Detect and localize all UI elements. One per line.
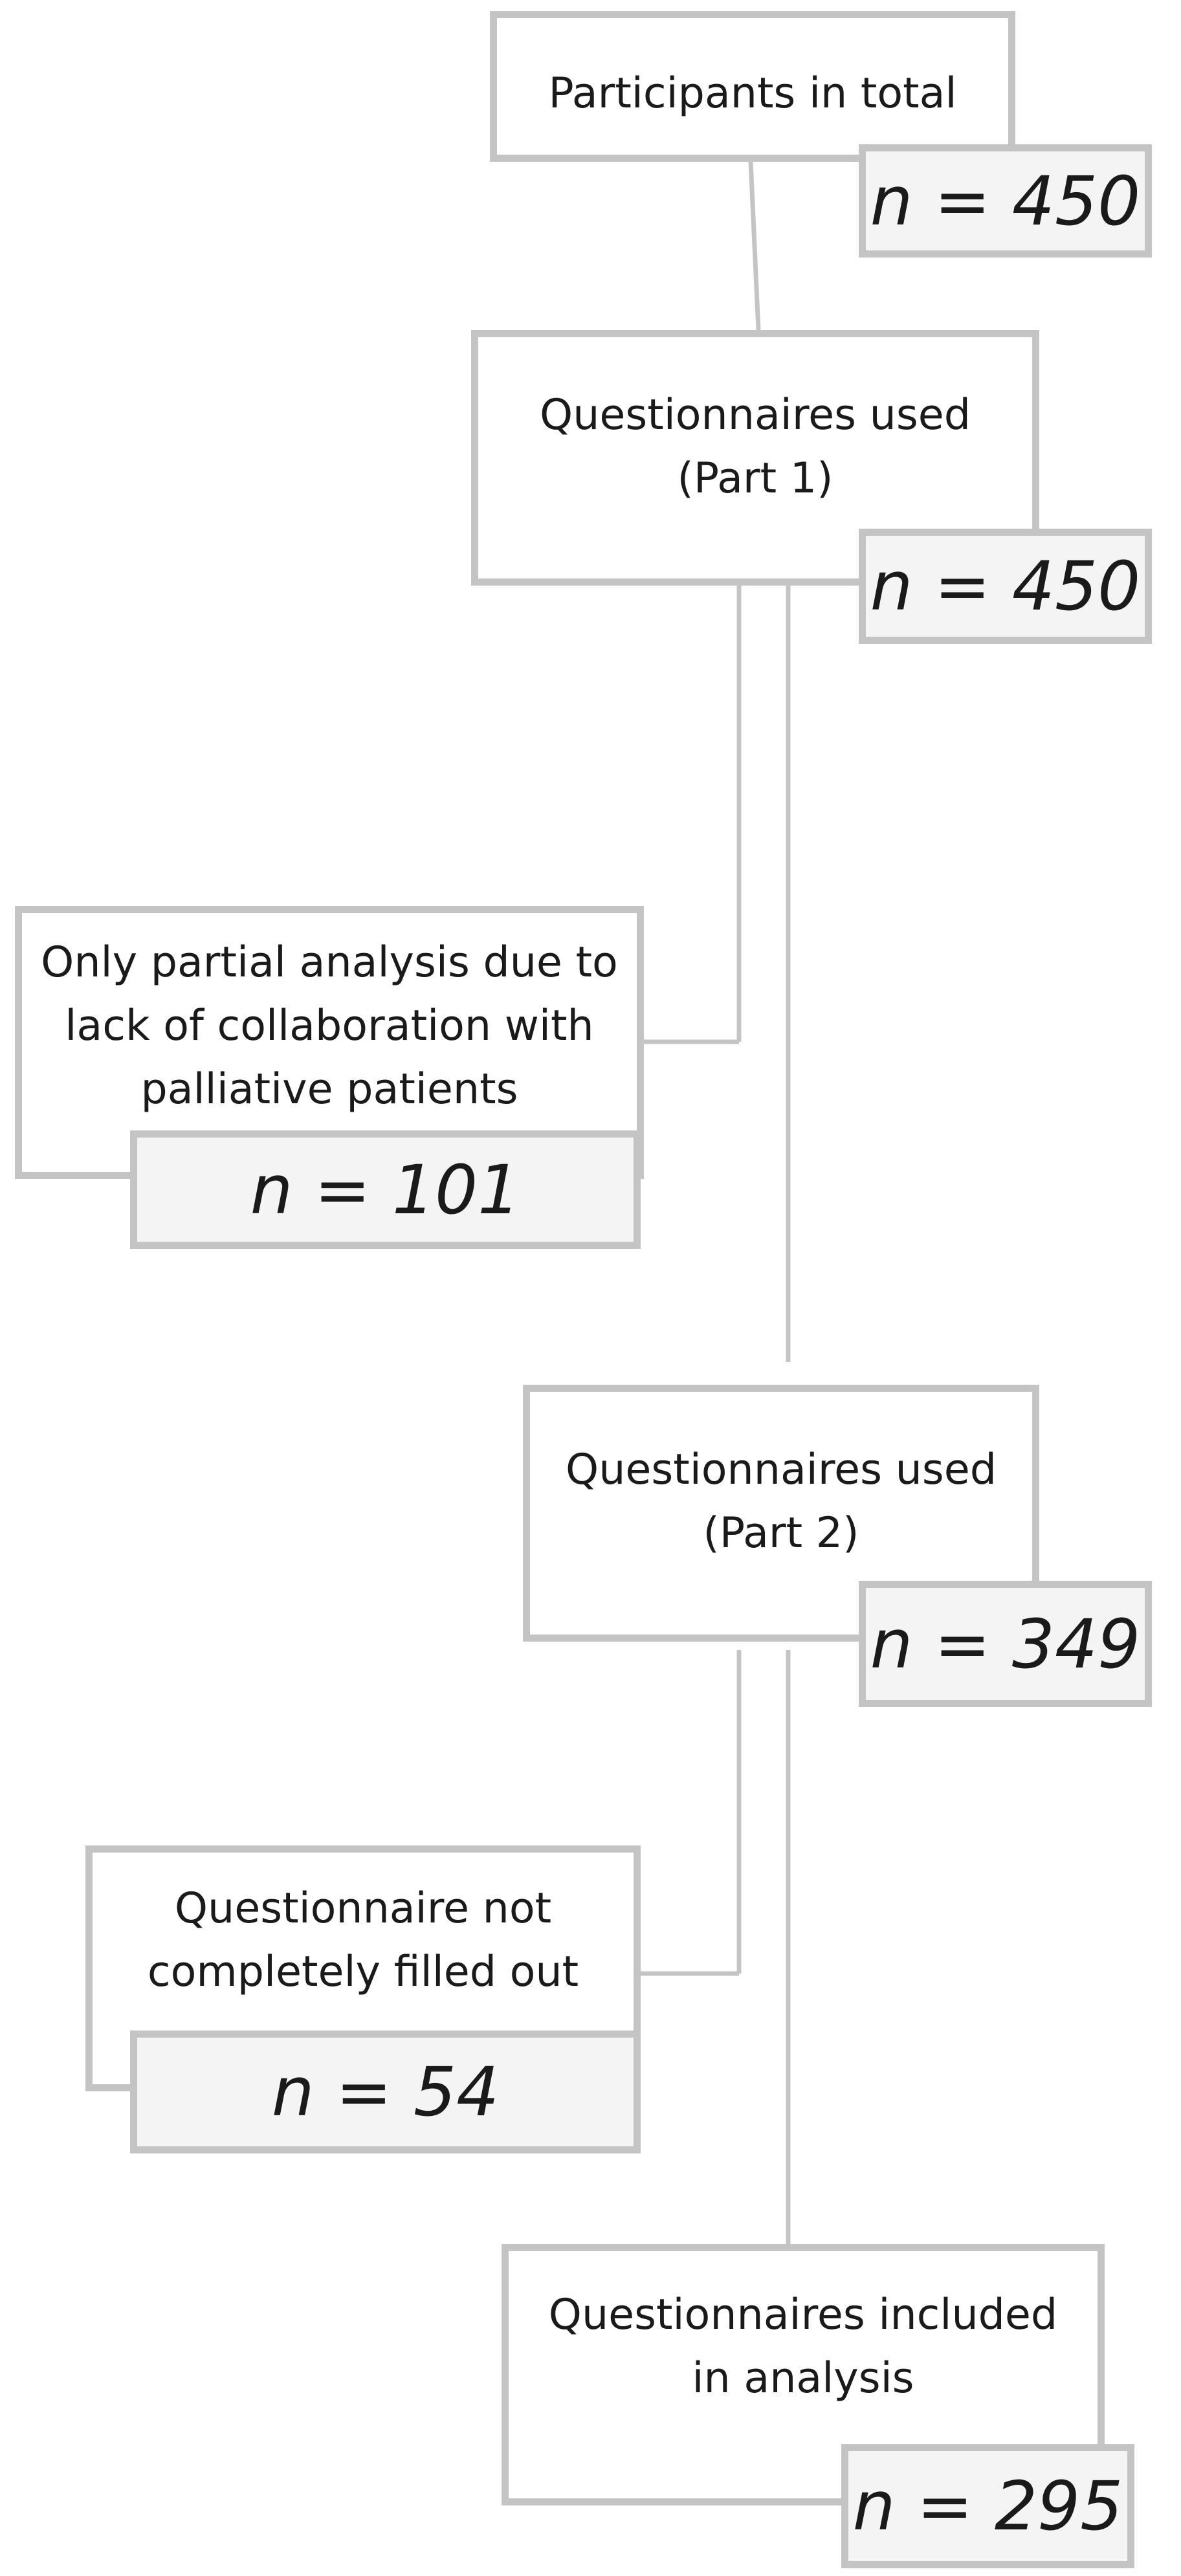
part1-count: n = 450 xyxy=(859,529,1152,644)
part1-label: Questionnaires used (Part 1) xyxy=(540,391,971,503)
excluded-incomplete-count: n = 54 xyxy=(130,2031,641,2153)
part2-label: Questionnaires used (Part 2) xyxy=(566,1446,997,1558)
connector-participants-to-part1 xyxy=(748,161,761,331)
participants-label: Participants in total xyxy=(548,69,957,118)
participants-count: n = 450 xyxy=(859,144,1152,258)
excluded-partial-label: Only partial analysis due to lack of col… xyxy=(41,938,618,1114)
part2-count: n = 349 xyxy=(859,1581,1152,1707)
participants-box: Participants in total xyxy=(490,11,1015,162)
included-count: n = 295 xyxy=(841,2444,1134,2568)
included-label: Questionnaires included in analysis xyxy=(548,2291,1058,2403)
excluded-partial-count: n = 101 xyxy=(130,1130,641,1249)
excluded-incomplete-label: Questionnaire not completely filled out xyxy=(147,1884,579,1996)
